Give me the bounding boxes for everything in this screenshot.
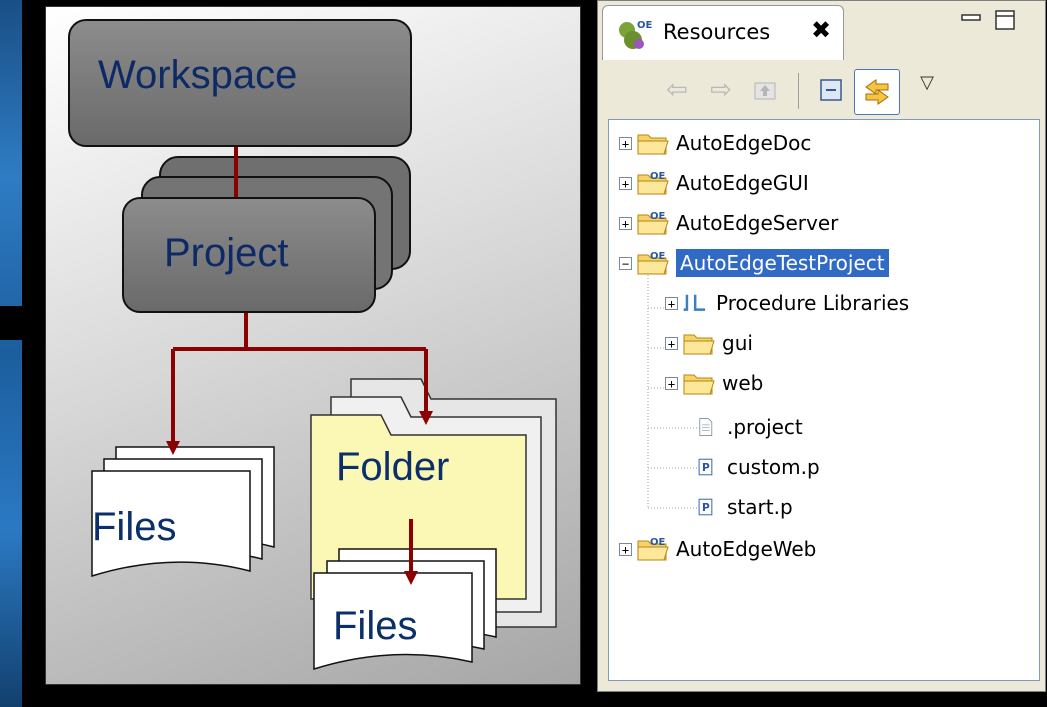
maximize-icon[interactable] [994, 9, 1016, 31]
toolbar-separator [798, 73, 799, 109]
svg-text:OE: OE [650, 537, 666, 548]
collapse-all-icon[interactable] [812, 71, 850, 109]
collapse-icon[interactable]: − [619, 256, 632, 270]
back-icon[interactable]: ⇦ [666, 75, 688, 105]
procedure-file-icon: P [698, 458, 713, 476]
tree-item[interactable]: + AutoEdgeDoc [619, 126, 811, 160]
files-label-1: Files [92, 505, 177, 549]
files-stack-1 [91, 446, 275, 578]
tree-item-label: .project [727, 415, 803, 439]
files-label-2: Files [333, 604, 418, 648]
oe-project-icon: OE [637, 251, 669, 275]
close-icon[interactable]: ✖ [811, 16, 832, 44]
procedure-file-letter: P [702, 462, 710, 474]
library-icon [683, 294, 706, 311]
procedure-file-letter: P [702, 502, 710, 514]
expand-icon[interactable]: + [619, 542, 632, 556]
svg-text:OE: OE [650, 171, 666, 182]
tree-item[interactable]: + OE AutoEdgeGUI [619, 166, 809, 200]
tree-item[interactable]: .project [697, 410, 803, 444]
forward-icon[interactable]: ⇨ [710, 75, 732, 105]
tree-item-label: gui [722, 331, 753, 355]
svg-text:OE: OE [637, 20, 653, 31]
tree-item-label: AutoEdgeServer [676, 211, 839, 235]
file-icon [699, 418, 713, 436]
view-toolbar: ⇦ ⇨ ▽ [658, 69, 1038, 115]
expand-icon[interactable]: + [665, 296, 678, 310]
expand-icon[interactable]: + [619, 136, 632, 150]
diagram-shapes [91, 141, 557, 671]
files-stack-2 [313, 548, 497, 671]
tree-item[interactable]: + OE AutoEdgeWeb [619, 532, 816, 566]
tree-item[interactable]: P start.p [697, 490, 793, 524]
tree-item-label: start.p [727, 495, 793, 519]
expand-icon[interactable]: + [665, 376, 678, 390]
hierarchy-diagram: Workspace Project Folder Files Files [45, 6, 581, 685]
tree-item[interactable]: + OE AutoEdgeServer [619, 206, 838, 240]
folder-icon [637, 134, 669, 155]
tree-item-label: AutoEdgeGUI [676, 171, 809, 195]
expand-icon[interactable]: + [619, 216, 632, 230]
tree-item[interactable]: − OE AutoEdgeTestProject [619, 246, 890, 280]
tree-item-label: AutoEdgeDoc [676, 131, 812, 155]
link-with-editor-icon[interactable] [854, 69, 900, 115]
project-box [122, 197, 376, 313]
expand-icon[interactable]: + [665, 336, 678, 350]
workspace-label: Workspace [98, 53, 298, 97]
resource-tree: + AutoEdgeDoc + OE AutoEdgeGUI + OE Auto… [608, 119, 1040, 681]
tree-item-label: custom.p [727, 455, 820, 479]
tree-guides [647, 272, 701, 509]
folder-icon [683, 374, 715, 395]
minimize-icon[interactable] [960, 9, 982, 31]
tree-item[interactable]: + gui [665, 326, 753, 360]
oe-project-icon: OE [637, 171, 669, 195]
expand-icon[interactable]: + [619, 176, 632, 190]
procedure-file-icon: P [698, 498, 713, 516]
oe-project-icon: OE [637, 211, 669, 235]
folder-label: Folder [336, 445, 450, 489]
svg-text:OE: OE [650, 211, 666, 222]
oe-resources-icon: OE [619, 20, 653, 49]
workspace-box [68, 19, 412, 147]
tree-item-label: web [722, 371, 764, 395]
resources-view: OE Resources ✖ ⇦ ⇨ ▽ [597, 0, 1046, 692]
tree-item[interactable]: + web [665, 366, 763, 400]
tab-resources[interactable]: OE Resources ✖ [602, 5, 844, 60]
tab-title: Resources [663, 20, 771, 44]
up-icon[interactable] [746, 71, 784, 109]
tree-item-label-selected: AutoEdgeTestProject [675, 248, 890, 278]
svg-text:OE: OE [650, 251, 666, 262]
tree-item-label: AutoEdgeWeb [676, 537, 817, 561]
tree-item[interactable]: + Procedure Libraries [665, 286, 909, 320]
folder-icon [683, 334, 715, 355]
project-label: Project [164, 231, 289, 275]
view-menu-icon[interactable]: ▽ [920, 71, 934, 93]
tree-item-label: Procedure Libraries [716, 291, 910, 315]
slide-edge [0, 0, 22, 707]
tree-item[interactable]: P custom.p [697, 450, 820, 484]
oe-project-icon: OE [637, 537, 669, 561]
